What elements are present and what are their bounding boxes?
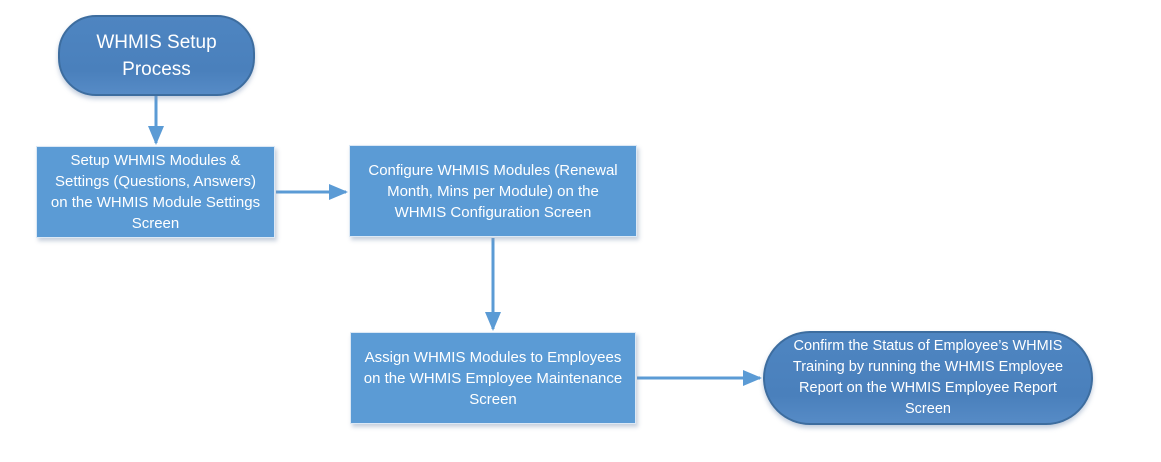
node-configure-modules-process: Configure WHMIS Modules (Renewal Month, … [349, 145, 637, 237]
node-assign-modules-label: Assign WHMIS Modules to Employees on the… [363, 348, 623, 408]
node-confirm-status-terminator: Confirm the Status of Employee’s WHMIS T… [763, 331, 1093, 425]
node-start-label: WHMIS Setup Process [96, 31, 217, 80]
node-setup-modules-process: Setup WHMIS Modules & Settings (Question… [36, 146, 275, 238]
node-confirm-status-label: Confirm the Status of Employee’s WHMIS T… [792, 338, 1064, 417]
node-assign-modules-process: Assign WHMIS Modules to Employees on the… [350, 332, 636, 424]
node-configure-modules-label: Configure WHMIS Modules (Renewal Month, … [368, 161, 618, 221]
node-start-terminator: WHMIS Setup Process [58, 15, 255, 96]
node-setup-modules-label: Setup WHMIS Modules & Settings (Question… [50, 152, 261, 232]
